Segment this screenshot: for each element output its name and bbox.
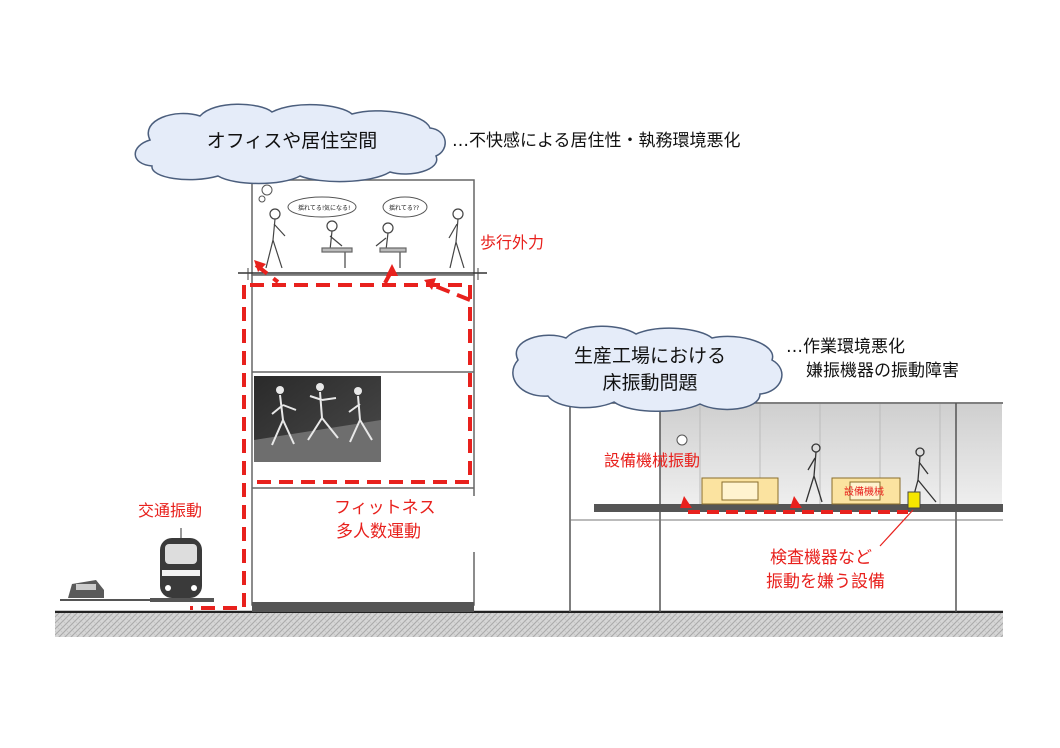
train <box>150 528 214 602</box>
ground <box>55 610 1003 637</box>
fitness-photo <box>254 376 381 462</box>
walking-force-label: 歩行外力 <box>480 233 545 252</box>
bubble-text-3: 揺れてる?? <box>389 205 420 212</box>
factory-note-line1: …作業環境悪化 <box>786 337 905 357</box>
office-cloud-label: オフィスや居住空間 <box>206 130 378 152</box>
equipment-boxes <box>701 477 921 509</box>
factory-cloud-line1: 生産工場における <box>573 345 726 367</box>
arrowheads-right <box>680 496 802 508</box>
inspection-label-line1: 検査機器など <box>770 548 872 568</box>
equipment-vibration-label: 設備機械振動 <box>604 451 701 470</box>
factory-note-line2: 嫌振機器の振動障害 <box>806 361 959 381</box>
fitness-label-line1: フィットネス <box>334 498 436 518</box>
equipment-box-label: 設備機械 <box>844 487 884 498</box>
traffic-vibration-label: 交通振動 <box>138 501 203 520</box>
arrowheads-left <box>254 260 436 290</box>
office-people <box>265 208 465 269</box>
factory-cloud-line2: 床振動問題 <box>602 372 698 394</box>
speech-bubbles <box>258 184 428 218</box>
factory-workers <box>805 443 937 503</box>
bubble-text-1: 揺れてる! <box>298 205 325 212</box>
factory-cloud <box>512 325 783 412</box>
fitness-label-line2: 多人数運動 <box>336 522 421 542</box>
thought-dot <box>676 434 688 446</box>
bubble-text-2: 気になる! <box>324 205 351 212</box>
leader-line <box>879 509 914 547</box>
inspection-label-line2: 振動を嫌う設備 <box>766 572 885 592</box>
fitness-label-box: フィットネス 多人数運動 <box>332 496 488 552</box>
office-cloud <box>134 103 446 185</box>
office-note: …不快感による居住性・執務環境悪化 <box>452 131 741 151</box>
car <box>60 580 150 601</box>
